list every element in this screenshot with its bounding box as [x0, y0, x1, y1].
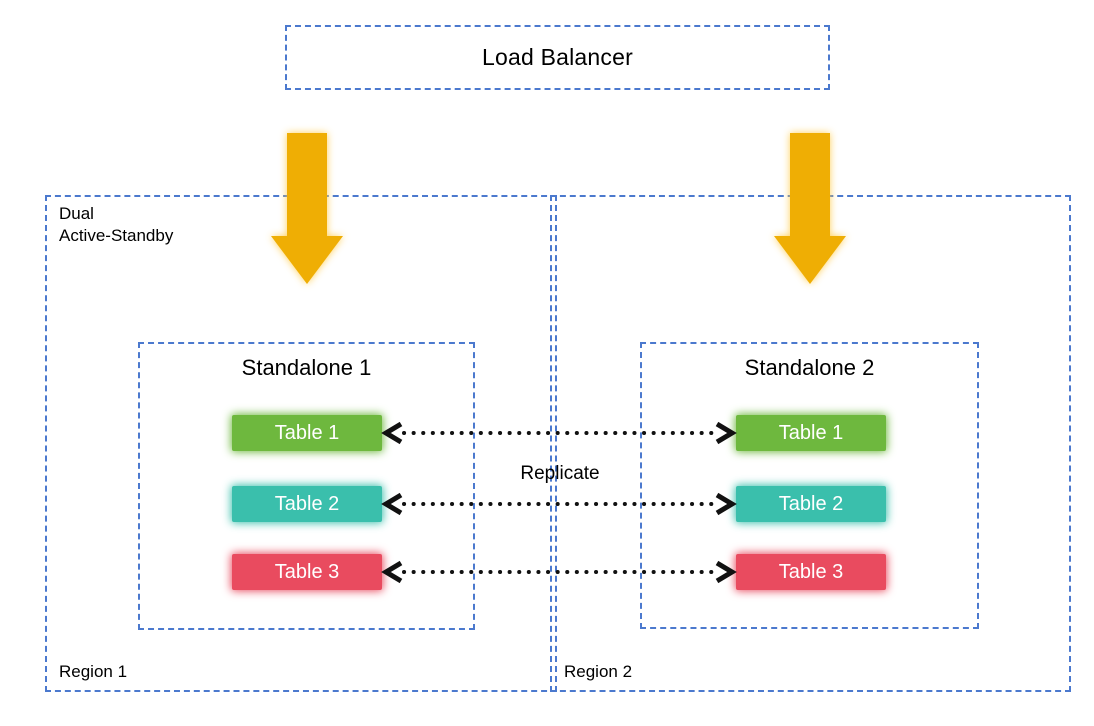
standalone-2-label: Standalone 2	[744, 355, 875, 380]
standalone2-table-3: Table 3	[736, 554, 886, 590]
standalone1-table-3-label: Table 3	[274, 560, 340, 583]
standalone2-table-2-label: Table 2	[778, 492, 844, 515]
standalone1-table-1: Table 1	[232, 415, 382, 451]
standalone1-table-2-label: Table 2	[274, 492, 340, 515]
region-2-label: Region 2	[564, 662, 633, 681]
standalone-1-box: Standalone 1	[138, 342, 475, 630]
region-1-label: Region 1	[59, 662, 128, 681]
standalone1-table-2: Table 2	[232, 486, 382, 522]
dual-active-standby-line2: Active-Standby	[59, 226, 174, 245]
load-balancer-label: Load Balancer	[482, 44, 633, 70]
standalone1-table-1-label: Table 1	[274, 421, 340, 444]
standalone2-table-1-label: Table 1	[778, 421, 844, 444]
replicate-label: Replicate	[520, 463, 600, 484]
standalone2-table-3-label: Table 3	[778, 560, 844, 583]
load-balancer-box: Load Balancer	[285, 25, 830, 90]
dual-active-standby-line1: Dual	[59, 204, 94, 223]
standalone2-table-1: Table 1	[736, 415, 886, 451]
standalone2-table-2: Table 2	[736, 486, 886, 522]
dual-active-standby-label: Dual Active-Standby	[59, 203, 173, 247]
standalone1-table-3: Table 3	[232, 554, 382, 590]
standalone-1-label: Standalone 1	[241, 355, 372, 380]
standalone-2-box: Standalone 2	[640, 342, 979, 629]
